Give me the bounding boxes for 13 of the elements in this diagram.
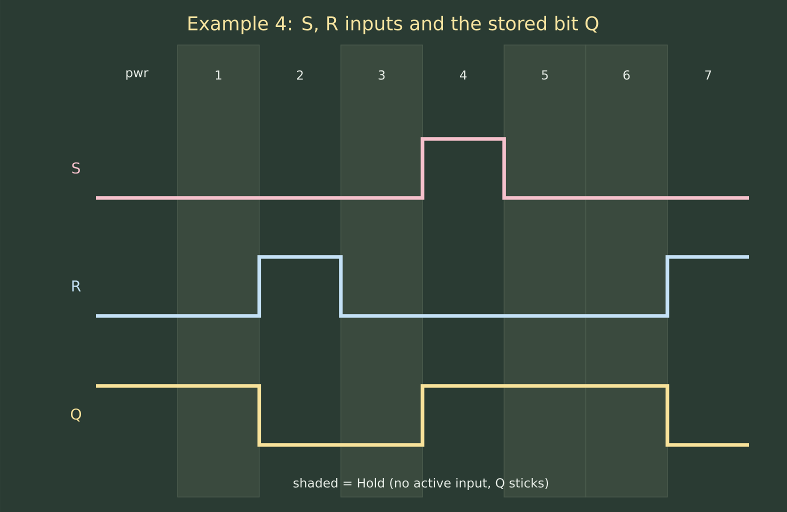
- signal-label: Q: [70, 408, 82, 422]
- column-label: 4: [460, 70, 467, 80]
- title: Example 4: S, R inputs and the stored bit Q: [188, 16, 598, 34]
- signal-label: R: [72, 280, 81, 292]
- column-label: pwr: [126, 70, 148, 80]
- column-label: 3: [378, 70, 385, 80]
- signal-label: S: [72, 162, 80, 174]
- column-label: 6: [623, 70, 630, 80]
- column-label: 5: [542, 70, 548, 80]
- column-label: 1: [216, 70, 222, 80]
- column-label: 7: [705, 70, 712, 80]
- note-text: shaded = Hold (no active input, Q sticks): [294, 478, 548, 490]
- column-label: 2: [297, 70, 303, 80]
